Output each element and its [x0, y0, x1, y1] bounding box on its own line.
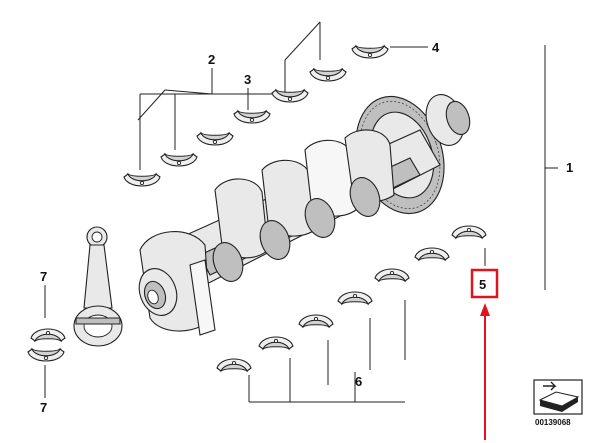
callout-1: 1 — [566, 160, 573, 175]
leader-lines-6 — [248, 300, 406, 403]
drawing-reference-icon — [533, 379, 583, 415]
callout-6: 6 — [355, 374, 362, 389]
bracket-crankshaft — [544, 45, 558, 290]
callout-5-highlight: 5 — [470, 268, 499, 299]
callout-3: 3 — [244, 72, 251, 87]
callout-4: 4 — [432, 40, 440, 55]
connecting-rod — [73, 226, 123, 347]
leader-lines-2 — [137, 21, 321, 170]
reference-number: 00139068 — [535, 418, 571, 427]
highlight-arrow — [480, 303, 490, 440]
crankshaft — [138, 129, 441, 336]
callout-7-bottom: 7 — [40, 400, 47, 415]
callout-2: 2 — [208, 52, 215, 67]
callout-7-top: 7 — [40, 269, 47, 284]
rod-bearing-shells — [27, 328, 66, 362]
callout-5: 5 — [479, 277, 486, 292]
